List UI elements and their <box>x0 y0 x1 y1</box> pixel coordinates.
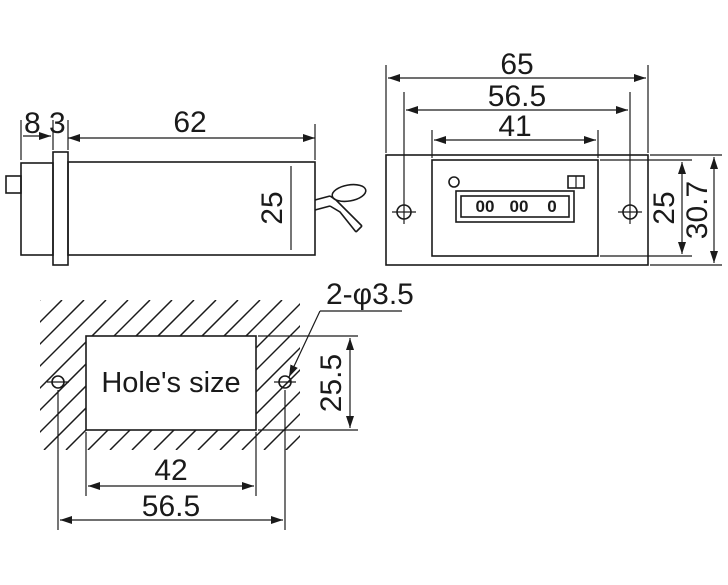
indicator-dot <box>448 176 460 188</box>
dim-label-cutout-height: 25.5 <box>315 354 348 412</box>
dim-label-flange-a: 8 <box>24 107 41 140</box>
dim-label-side-height: 25 <box>256 191 289 224</box>
dim-label-holes: 2-φ3.5 <box>326 278 414 311</box>
cutout-hole-left <box>47 375 69 389</box>
mounting-hole-right <box>618 200 642 224</box>
reset-knob <box>5 175 22 194</box>
front-flange <box>385 154 649 266</box>
dim-label-overall-width: 65 <box>500 48 533 81</box>
dim-label-flange-b: 3 <box>49 107 66 140</box>
leader-line-holes <box>288 310 321 378</box>
display-window <box>431 159 599 257</box>
counter-digits-1: 00 <box>476 197 495 216</box>
dim-label-hole-spacing: 56.5 <box>488 80 546 113</box>
mounting-flange <box>52 151 69 266</box>
digit-window-outer <box>455 190 575 223</box>
cutout-hole-right <box>274 375 296 389</box>
cutout-label: Hole's size <box>101 367 240 399</box>
digit-window-inner <box>460 195 570 218</box>
dim-label-window-width: 41 <box>498 110 531 143</box>
wire-terminal <box>314 183 367 233</box>
side-view: 8 3 62 25 <box>5 106 367 266</box>
dim-label-overall-height: 30.7 <box>681 181 714 239</box>
dim-label-cutout-hole-spacing: 56.5 <box>142 490 200 523</box>
dim-label-window-height: 25 <box>648 191 681 224</box>
panel-cutout-view: Hole's size 2-φ3.5 25.5 42 56.5 <box>40 278 414 530</box>
mounting-hole-left <box>392 200 416 224</box>
counter-digits-2: 00 <box>510 197 529 216</box>
cutout-rectangle <box>85 335 257 431</box>
front-view: 00 00 0 65 56.5 41 <box>385 48 722 266</box>
dim-label-cutout-width: 42 <box>154 454 187 487</box>
rear-housing <box>20 162 54 256</box>
counter-digits-3: 0 <box>547 197 556 216</box>
dim-label-length: 62 <box>173 106 206 139</box>
counter-body <box>67 161 316 256</box>
